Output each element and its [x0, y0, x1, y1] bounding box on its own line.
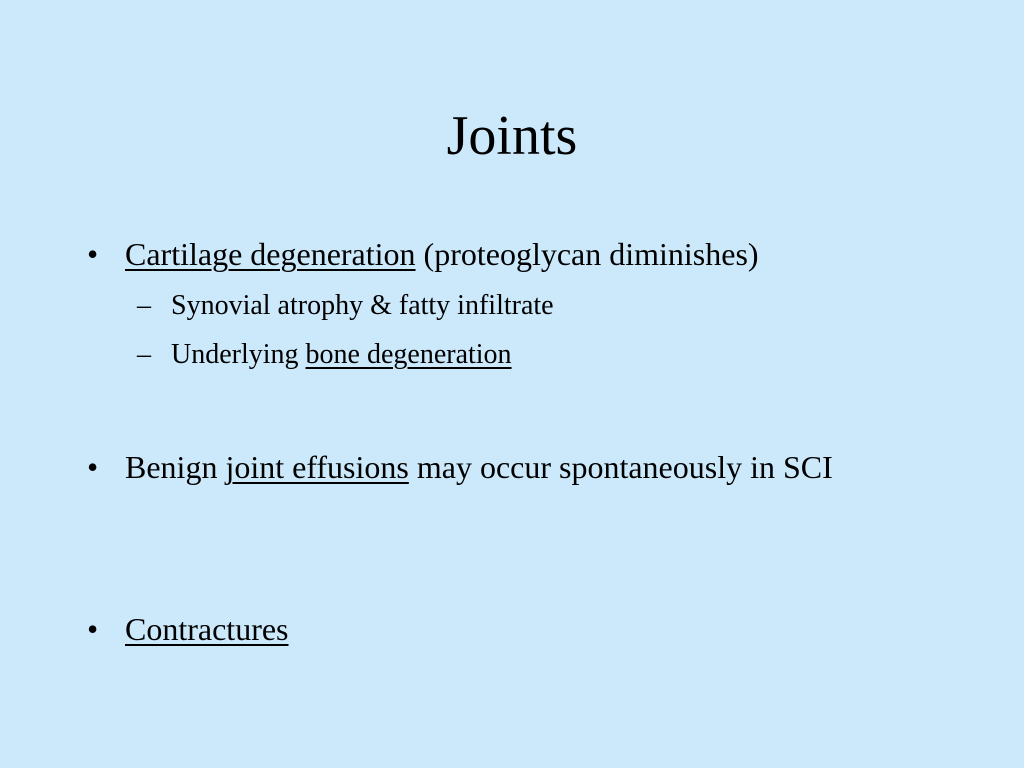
bullet-text: Contractures: [125, 605, 967, 653]
sub-bullet-bone: – Underlying bone degeneration: [137, 337, 957, 373]
bullet-item-contractures: • Contractures: [87, 605, 967, 653]
bullet-marker: •: [87, 449, 99, 485]
slide-title: Joints: [446, 105, 578, 167]
joint-effusions-link[interactable]: joint effusions: [225, 449, 409, 485]
bullet-item-cartilage: • Cartilage degeneration (proteoglycan d…: [87, 230, 967, 278]
sub-bullet-marker: –: [137, 339, 151, 370]
contractures-link[interactable]: Contractures: [125, 611, 289, 647]
bullet-rest-text: (proteoglycan diminishes): [415, 236, 759, 272]
bullet-rest-text: may occur spontaneously in SCI: [408, 449, 833, 485]
cartilage-degeneration-link[interactable]: Cartilage degeneration: [125, 236, 416, 272]
sub-bullet-text: Underlying bone degeneration: [171, 337, 957, 373]
bullet-text: Cartilage degeneration (proteoglycan dim…: [125, 230, 967, 278]
bullet-marker: •: [87, 236, 99, 272]
bullet-marker: •: [87, 611, 99, 647]
bullet-text: Benign joint effusions may occur spontan…: [125, 443, 947, 491]
bullet-before-text: Benign: [125, 449, 226, 485]
sub-bullet-before-text: Underlying: [171, 339, 306, 370]
sub-bullet-marker: –: [137, 290, 151, 321]
bone-degeneration-link[interactable]: bone degeneration: [305, 339, 512, 370]
sub-bullet-text: Synovial atrophy & fatty infiltrate: [171, 290, 554, 321]
sub-bullet-synovial: – Synovial atrophy & fatty infiltrate: [137, 288, 957, 324]
bullet-item-effusions: • Benign joint effusions may occur spont…: [87, 443, 947, 491]
